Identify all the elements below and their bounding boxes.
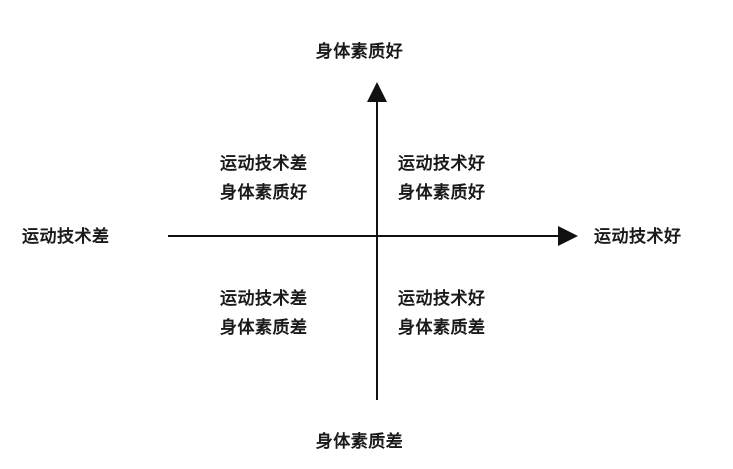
quadrant-line-1: 运动技术差 <box>220 289 308 309</box>
quadrant-line-2: 身体素质好 <box>220 183 308 203</box>
axis-label-left: 运动技术差 <box>22 227 110 247</box>
quadrant-label-bottom-left: 运动技术差 身体素质差 <box>220 285 308 343</box>
quadrant-label-bottom-right: 运动技术好 身体素质差 <box>398 285 486 343</box>
quadrant-line-2: 身体素质差 <box>220 318 308 338</box>
axis-label-top: 身体素质好 <box>315 42 404 62</box>
quadrant-label-top-left: 运动技术差 身体素质好 <box>220 150 308 208</box>
quadrant-line-1: 运动技术差 <box>220 154 308 174</box>
quadrant-label-top-right: 运动技术好 身体素质好 <box>398 150 486 208</box>
vertical-axis-line <box>376 99 378 400</box>
quadrant-line-2: 身体素质差 <box>398 318 486 338</box>
axis-label-right: 运动技术好 <box>594 227 682 247</box>
axis-label-bottom: 身体素质差 <box>315 432 404 452</box>
quadrant-line-1: 运动技术好 <box>398 289 486 309</box>
horizontal-axis-arrow-icon <box>558 226 578 246</box>
quadrant-line-1: 运动技术好 <box>398 154 486 174</box>
quadrant-line-2: 身体素质好 <box>398 183 486 203</box>
horizontal-axis-line <box>168 235 560 237</box>
vertical-axis-arrow-icon <box>367 82 387 102</box>
